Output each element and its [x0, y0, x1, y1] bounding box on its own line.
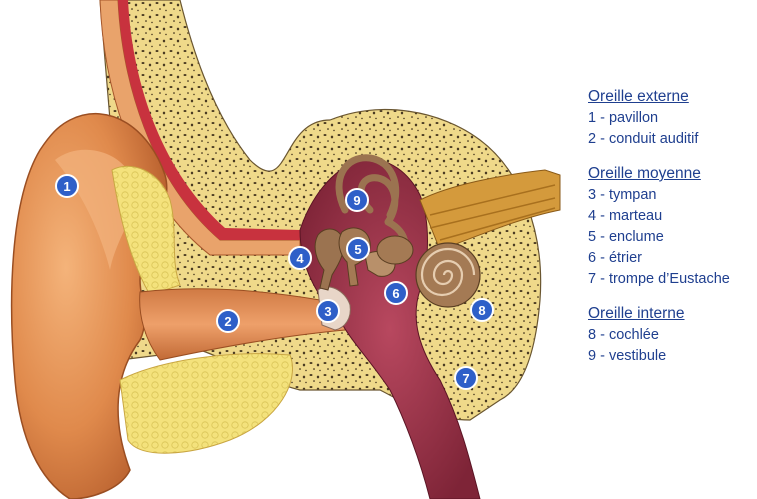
svg-text:5: 5	[354, 242, 361, 257]
marker-9: 9	[346, 189, 368, 211]
legend-item: 9 - vestibule	[588, 346, 753, 367]
marker-2: 2	[217, 310, 239, 332]
svg-text:3: 3	[324, 304, 331, 319]
marker-5: 5	[347, 238, 369, 260]
vestibule-body	[377, 236, 413, 264]
svg-text:9: 9	[353, 193, 360, 208]
legend-heading: Oreille interne	[588, 303, 753, 325]
svg-text:8: 8	[478, 303, 485, 318]
legend-group-outer-ear: Oreille externe 1 - pavillon 2 - conduit…	[588, 86, 753, 150]
legend-heading: Oreille externe	[588, 86, 753, 108]
marker-3: 3	[317, 300, 339, 322]
legend-item: 4 - marteau	[588, 206, 753, 227]
marker-6: 6	[385, 282, 407, 304]
svg-text:7: 7	[462, 371, 469, 386]
legend-item: 7 - trompe d’Eustache	[588, 269, 753, 290]
marker-4: 4	[289, 247, 311, 269]
svg-text:6: 6	[392, 286, 399, 301]
anatomy-legend: Oreille externe 1 - pavillon 2 - conduit…	[588, 86, 753, 380]
legend-item: 1 - pavillon	[588, 108, 753, 129]
cartilage-lower	[120, 354, 293, 453]
legend-item: 8 - cochlée	[588, 325, 753, 346]
legend-item: 6 - étrier	[588, 248, 753, 269]
legend-item: 3 - tympan	[588, 185, 753, 206]
svg-text:1: 1	[63, 179, 70, 194]
marker-8: 8	[471, 299, 493, 321]
legend-group-middle-ear: Oreille moyenne 3 - tympan 4 - marteau 5…	[588, 163, 753, 290]
cochlea	[416, 243, 480, 307]
marker-1: 1	[56, 175, 78, 197]
svg-text:4: 4	[296, 251, 304, 266]
svg-text:2: 2	[224, 314, 231, 329]
legend-group-inner-ear: Oreille interne 8 - cochlée 9 - vestibul…	[588, 303, 753, 367]
legend-item: 5 - enclume	[588, 227, 753, 248]
legend-item: 2 - conduit auditif	[588, 129, 753, 150]
marker-7: 7	[455, 367, 477, 389]
legend-heading: Oreille moyenne	[588, 163, 753, 185]
